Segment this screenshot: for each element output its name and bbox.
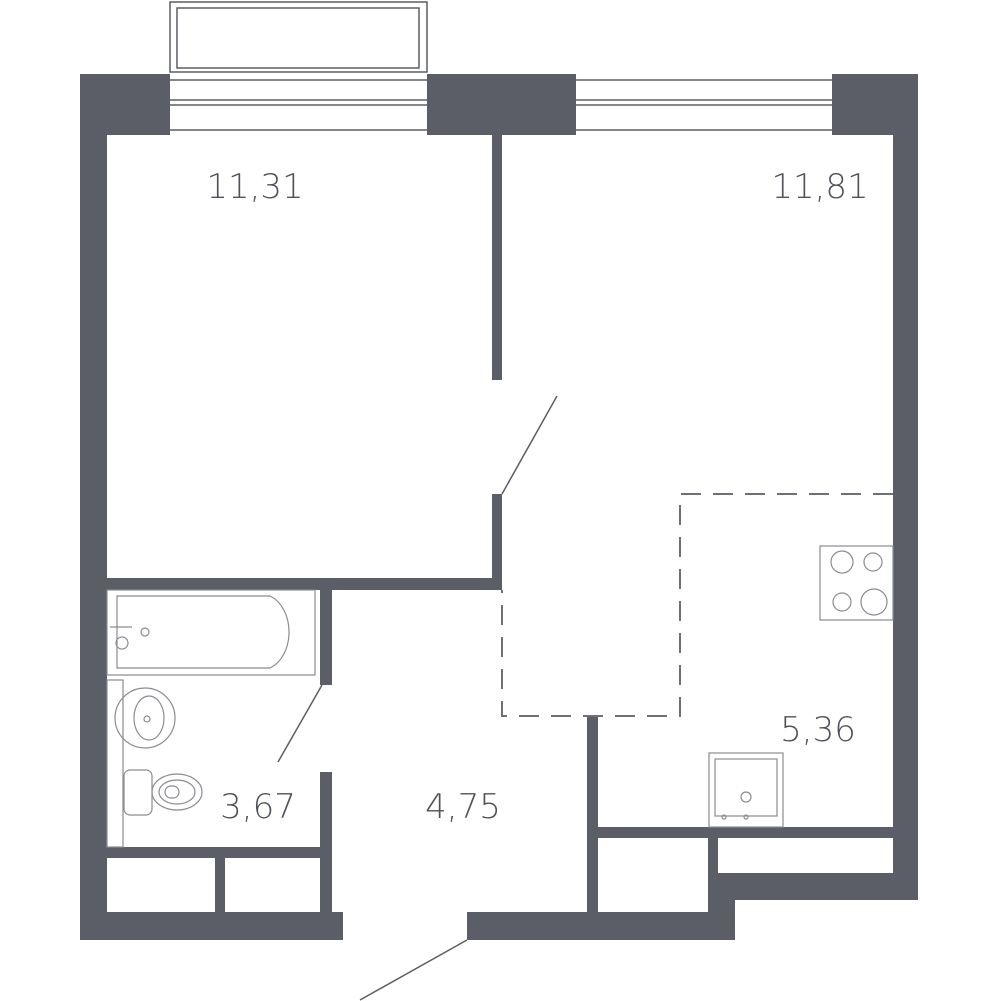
entrance-door bbox=[359, 939, 468, 1001]
sink bbox=[106, 679, 176, 848]
bathroom-area-label: 3,67 bbox=[220, 787, 296, 827]
balcony bbox=[169, 1, 428, 73]
hallway-area-label: 4,75 bbox=[425, 787, 501, 827]
kitchen-area-label: 5,36 bbox=[780, 710, 856, 750]
bathroom-door bbox=[277, 684, 323, 763]
walls bbox=[80, 74, 918, 940]
kitchen-sink bbox=[708, 752, 784, 828]
windows bbox=[170, 79, 832, 131]
kitchen-zone-outline bbox=[501, 493, 893, 717]
bathtub bbox=[106, 589, 316, 676]
bedroom-area-label: 11,31 bbox=[206, 167, 303, 207]
bedroom-door bbox=[501, 395, 558, 495]
stove bbox=[819, 545, 894, 621]
doors bbox=[277, 395, 558, 1001]
living-area-label: 11,81 bbox=[771, 167, 868, 207]
area-labels: 11,31 11,81 5,36 3,67 4,75 bbox=[206, 167, 868, 827]
toilet bbox=[123, 769, 203, 816]
